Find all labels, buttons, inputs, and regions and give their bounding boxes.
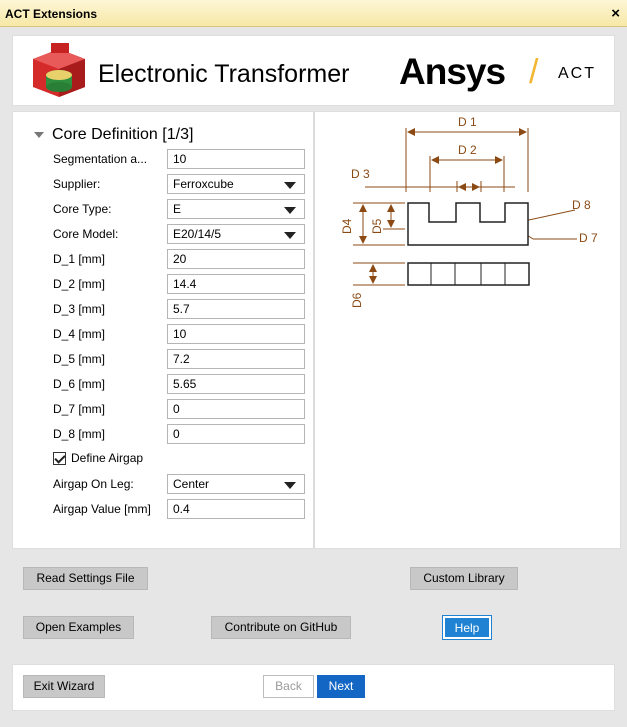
ansys-logo: Ansys / ACT — [399, 51, 609, 92]
supplier-select[interactable]: Ferroxcube — [167, 174, 305, 194]
d5-input[interactable]: 7.2 — [167, 349, 305, 369]
open-examples-button[interactable]: Open Examples — [23, 616, 134, 639]
d3-input[interactable]: 5.7 — [167, 299, 305, 319]
d2-input[interactable]: 14.4 — [167, 274, 305, 294]
dim-label-d6: D6 — [350, 292, 364, 308]
define-airgap-label: Define Airgap — [71, 451, 144, 465]
select-value: Center — [173, 477, 210, 491]
field-label: Core Model: — [53, 227, 119, 241]
field-label: D_3 [mm] — [53, 302, 106, 316]
section-title: Core Definition [1/3] — [52, 126, 194, 143]
field-label: Airgap Value [mm] — [53, 502, 151, 516]
form-row: D_8 [mm] 0 — [53, 424, 305, 444]
read-settings-button[interactable]: Read Settings File — [23, 567, 148, 590]
brand-suffix: ACT — [558, 65, 596, 82]
field-label: D_5 [mm] — [53, 352, 106, 366]
field-label: D_4 [mm] — [53, 327, 106, 341]
form-row: D_7 [mm] 0 — [53, 399, 305, 419]
close-icon[interactable]: × — [611, 5, 620, 22]
core-dimension-diagram: D 1 D 2 D 3 D 8 D 7 D4 D5 D6 — [340, 115, 598, 308]
dropdown-arrow-icon — [284, 482, 296, 489]
brand-slash: / — [529, 53, 539, 91]
app-title: Electronic Transformer — [98, 60, 350, 88]
window-title: ACT Extensions — [5, 7, 98, 21]
airgap-value-input[interactable]: 0.4 — [167, 499, 305, 519]
form-row: D_5 [mm] 7.2 — [53, 349, 305, 369]
form-row: Core Type: E — [53, 199, 305, 219]
field-label: Airgap On Leg: — [53, 477, 134, 491]
field-label: Supplier: — [53, 177, 101, 191]
d8-input[interactable]: 0 — [167, 424, 305, 444]
form-row: D_4 [mm] 10 — [53, 324, 305, 344]
define-airgap-checkbox[interactable] — [53, 451, 66, 465]
form-row: D_3 [mm] 5.7 — [53, 299, 305, 319]
dim-label-d1: D 1 — [458, 115, 477, 129]
transformer-core-icon — [33, 43, 85, 97]
form-row: Airgap On Leg: Center — [53, 474, 305, 494]
next-button[interactable]: Next — [317, 675, 365, 698]
form-row: Supplier: Ferroxcube — [53, 174, 305, 194]
define-airgap-row[interactable]: Define Airgap — [53, 451, 143, 465]
dim-label-d5: D5 — [370, 218, 384, 234]
collapse-triangle-icon[interactable] — [34, 132, 44, 138]
core-definition-panel: Core Definition [1/3] Segmentation a... … — [12, 111, 621, 549]
select-value: Ferroxcube — [173, 177, 234, 191]
form-row: Core Model: E20/14/5 — [53, 224, 305, 244]
dropdown-arrow-icon — [284, 207, 296, 214]
form-row: D_2 [mm] 14.4 — [53, 274, 305, 294]
help-button[interactable]: Help — [442, 615, 492, 640]
header-banner: Electronic Transformer Ansys / ACT — [12, 35, 615, 106]
dim-label-d3: D 3 — [351, 167, 370, 181]
field-label: D_8 [mm] — [53, 427, 106, 441]
dropdown-arrow-icon — [284, 182, 296, 189]
section-header[interactable]: Core Definition [1/3] — [34, 126, 193, 144]
panel-divider — [313, 112, 315, 549]
custom-library-button[interactable]: Custom Library — [410, 567, 518, 590]
field-label: D_7 [mm] — [53, 402, 106, 416]
core-model-select[interactable]: E20/14/5 — [167, 224, 305, 244]
exit-wizard-button[interactable]: Exit Wizard — [23, 675, 105, 698]
dim-label-d8: D 8 — [572, 198, 591, 212]
d4-input[interactable]: 10 — [167, 324, 305, 344]
dropdown-arrow-icon — [284, 232, 296, 239]
segmentation-input[interactable]: 10 — [167, 149, 305, 169]
dim-label-d4: D4 — [340, 218, 354, 234]
airgap-leg-select[interactable]: Center — [167, 474, 305, 494]
window-titlebar: ACT Extensions × — [0, 0, 627, 27]
field-label: Core Type: — [53, 202, 112, 216]
d6-input[interactable]: 5.65 — [167, 374, 305, 394]
back-button[interactable]: Back — [263, 675, 314, 698]
form-row: D_1 [mm] 20 — [53, 249, 305, 269]
form-row: Segmentation a... 10 — [53, 149, 305, 169]
select-value: E — [173, 202, 182, 216]
select-value: E20/14/5 — [173, 227, 222, 241]
form-row: Airgap Value [mm] 0.4 — [53, 499, 305, 519]
dim-label-d7: D 7 — [579, 231, 598, 245]
d1-input[interactable]: 20 — [167, 249, 305, 269]
form-row: D_6 [mm] 5.65 — [53, 374, 305, 394]
field-label: D_2 [mm] — [53, 277, 106, 291]
field-label: D_6 [mm] — [53, 377, 106, 391]
field-label: Segmentation a... — [53, 152, 148, 166]
brand-name: Ansys — [399, 51, 506, 92]
core-type-select[interactable]: E — [167, 199, 305, 219]
dim-label-d2: D 2 — [458, 143, 477, 157]
contribute-github-button[interactable]: Contribute on GitHub — [211, 616, 351, 639]
d7-input[interactable]: 0 — [167, 399, 305, 419]
field-label: D_1 [mm] — [53, 252, 106, 266]
